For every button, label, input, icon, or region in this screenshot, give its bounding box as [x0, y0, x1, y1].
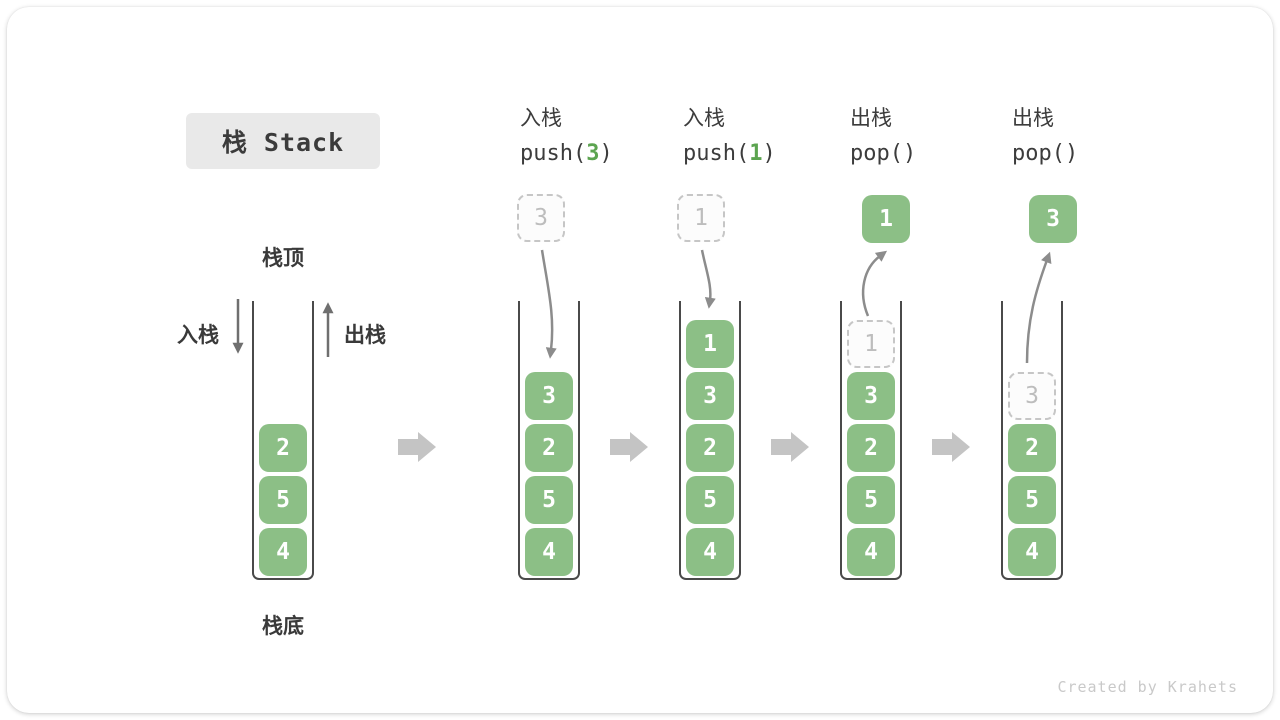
stack-cell: 5	[1008, 476, 1056, 524]
stack-cell: 1	[686, 320, 734, 368]
code-suffix: )	[762, 141, 776, 166]
code-prefix: push(	[520, 141, 587, 166]
stack-bottom-label: 栈底	[262, 615, 304, 638]
floating-cell-pop1: 1	[862, 195, 910, 243]
stack-cell: 5	[686, 476, 734, 524]
stack-container-1	[252, 301, 314, 580]
stack-cell: 4	[1008, 528, 1056, 576]
stack-cell-ghost: 1	[847, 320, 895, 368]
operation-name: 入栈	[520, 107, 562, 130]
pop-direction-label: 出栈	[344, 324, 386, 347]
stack-cell: 2	[1008, 424, 1056, 472]
stack-cell: 2	[686, 424, 734, 472]
stack-container-3	[679, 301, 741, 580]
stack-container-2	[518, 301, 580, 580]
code-prefix: push(	[683, 141, 750, 166]
stack-cell: 3	[847, 372, 895, 420]
title-badge: 栈 Stack	[186, 113, 380, 169]
code-prefix: pop(	[850, 141, 903, 166]
stack-cell: 5	[525, 476, 573, 524]
operation-name: 入栈	[683, 107, 725, 130]
stack-cell: 2	[525, 424, 573, 472]
stack-cell: 4	[686, 528, 734, 576]
push-direction-label: 入栈	[177, 324, 219, 347]
operation-label-pop1: 出栈 pop()	[850, 106, 916, 168]
stack-cell: 5	[259, 476, 307, 524]
code-arg: 1	[749, 141, 763, 166]
code-suffix: )	[599, 141, 613, 166]
floating-cell-pop2: 3	[1029, 195, 1077, 243]
stack-cell: 3	[525, 372, 573, 420]
code-prefix: pop(	[1012, 141, 1065, 166]
stack-cell: 2	[847, 424, 895, 472]
stack-cell: 4	[259, 528, 307, 576]
stack-cell: 4	[847, 528, 895, 576]
operation-code: push(1)	[683, 140, 776, 168]
watermark: Created by Krahets	[1057, 678, 1238, 696]
stack-cell-ghost: 3	[1008, 372, 1056, 420]
code-suffix: )	[902, 141, 917, 166]
stack-top-label: 栈顶	[262, 247, 304, 270]
stack-cell: 4	[525, 528, 573, 576]
stack-cell: 5	[847, 476, 895, 524]
operation-code: pop()	[850, 140, 916, 168]
stack-container-4	[840, 301, 902, 580]
operation-name: 出栈	[850, 107, 892, 130]
stack-container-5	[1001, 301, 1063, 580]
code-arg: 3	[586, 141, 600, 166]
title-text: 栈 Stack	[221, 128, 345, 157]
code-suffix: )	[1064, 141, 1079, 166]
stack-cell: 3	[686, 372, 734, 420]
operation-code: push(3)	[520, 140, 613, 168]
operation-name: 出栈	[1012, 107, 1054, 130]
stack-cell: 2	[259, 424, 307, 472]
operation-code: pop()	[1012, 140, 1078, 168]
floating-cell-push1: 1	[677, 194, 725, 242]
operation-label-push1: 入栈 push(1)	[683, 106, 776, 168]
operation-label-push3: 入栈 push(3)	[520, 106, 613, 168]
floating-cell-push3: 3	[517, 194, 565, 242]
operation-label-pop2: 出栈 pop()	[1012, 106, 1078, 168]
